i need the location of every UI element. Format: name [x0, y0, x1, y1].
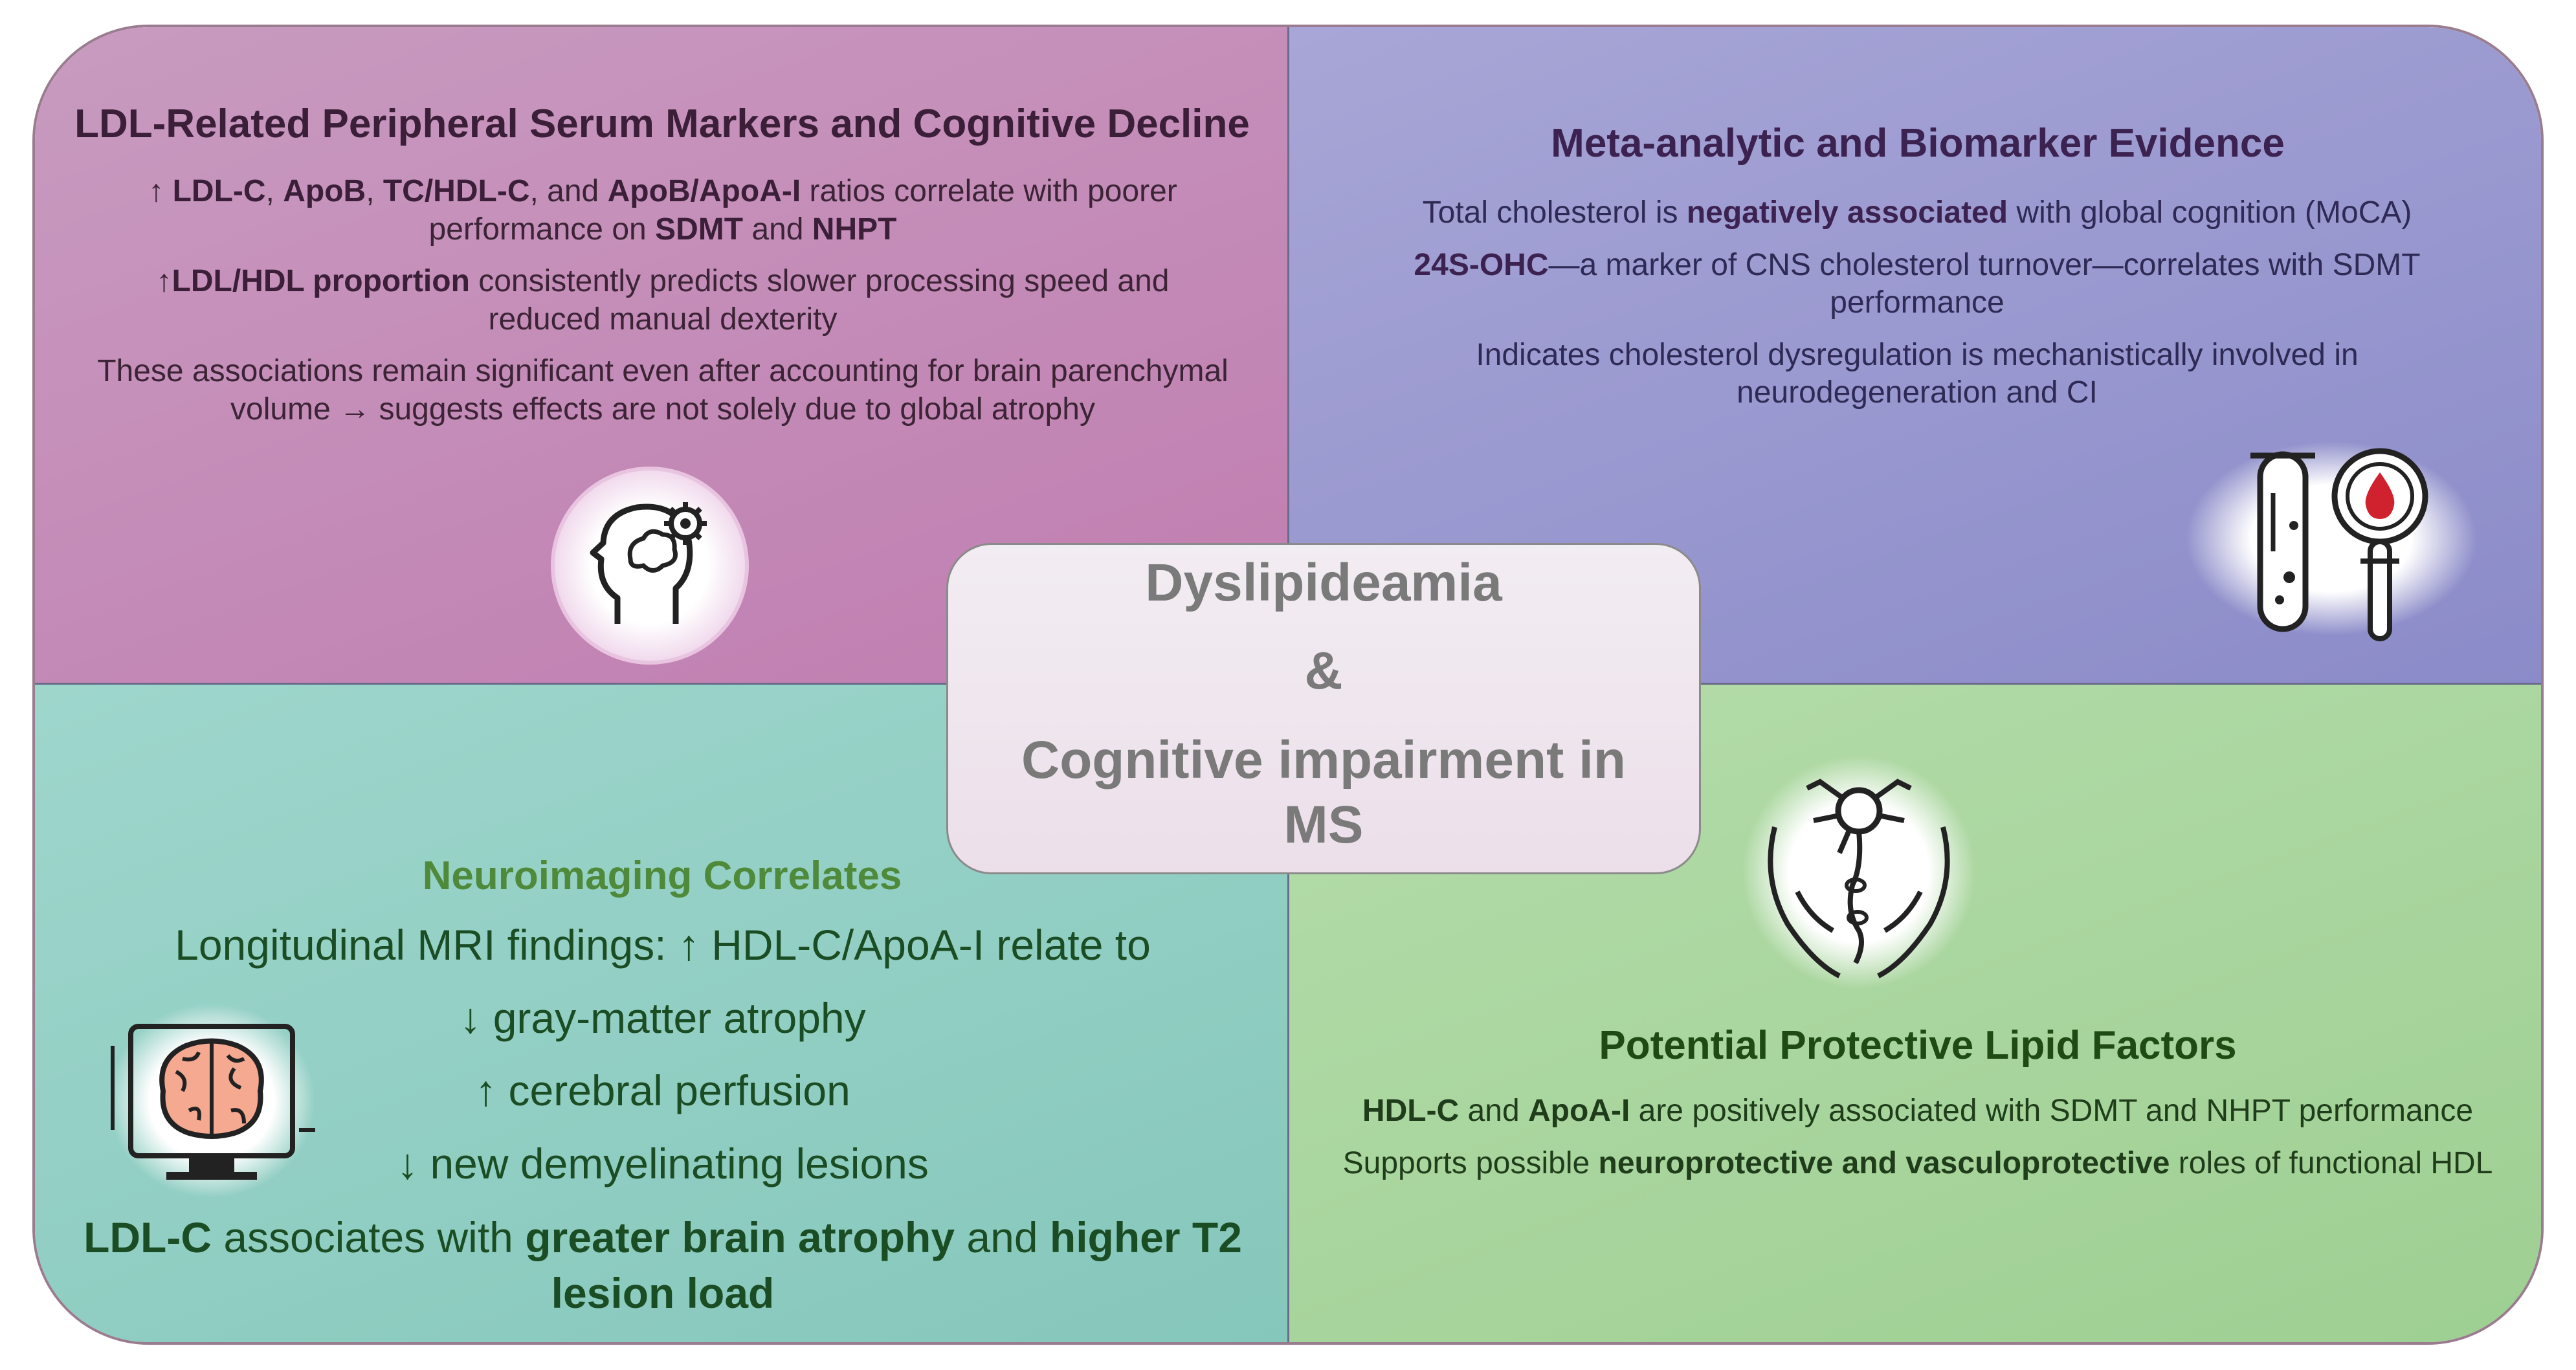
central-topic-line-2: & [1304, 641, 1343, 700]
diagram-frame: LDL-Related Peripheral Serum Markers and… [32, 25, 2544, 1345]
protective-lipids-title: Potential Protective Lipid Factors [1599, 1023, 2237, 1068]
neuroimaging-body: Longitudinal MRI findings: ↑ HDL-C/ApoA-… [61, 919, 1265, 1321]
meta-analytic-title: Meta-analytic and Biomarker Evidence [1551, 121, 2285, 166]
hands-neuron-icon [1736, 756, 1982, 1002]
ldl-markers-title: LDL-Related Peripheral Serum Markers and… [74, 102, 1250, 146]
meta-analytic-point-1: Total cholesterol is negatively associat… [1422, 195, 2412, 230]
central-topic-line-3: Cognitive impairment in [1021, 731, 1626, 790]
protective-lipids-body: HDL-C and ApoA-I are positively associat… [1302, 1092, 2533, 1197]
ldl-markers-point-3: These associations remain significant ev… [97, 354, 1228, 426]
neuroimaging-line-5: LDL-C associates with greater brain atro… [83, 1213, 1242, 1317]
test-tube-blood-icon [2182, 422, 2480, 655]
central-topic-box: Dyslipideamia & Cognitive impairment in … [946, 543, 1701, 874]
protective-lipids-point-1: HDL-C and ApoA-I are positively associat… [1362, 1094, 2474, 1128]
central-topic-line-4: MS [1283, 795, 1364, 854]
neuroimaging-line-4: ↓ new demyelinating lesions [397, 1139, 929, 1188]
meta-analytic-body: Total cholesterol is negatively associat… [1386, 194, 2448, 426]
meta-analytic-point-2: 24S-OHC—a marker of CNS cholesterol turn… [1414, 247, 2421, 320]
neuroimaging-line-3: ↑ cerebral perfusion [475, 1066, 850, 1115]
central-topic-line-1: Dyslipideamia [1145, 553, 1502, 612]
ldl-markers-point-1: ↑ LDL-C, ApoB, TC/HDL-C, and ApoB/ApoA-I… [148, 174, 1177, 247]
ldl-markers-body: ↑ LDL-C, ApoB, TC/HDL-C, and ApoB/ApoA-I… [97, 173, 1228, 443]
ldl-markers-point-2: ↑LDL/HDL proportion consistently predict… [156, 264, 1170, 337]
quadrant-ldl-markers: LDL-Related Peripheral Serum Markers and… [35, 27, 1289, 685]
meta-analytic-point-3: Indicates cholesterol dysregulation is m… [1476, 337, 2359, 410]
neuroimaging-title: Neuroimaging Correlates [422, 854, 902, 898]
head-gear-icon [546, 462, 753, 669]
protective-lipids-point-2: Supports possible neuroprotective and va… [1342, 1145, 2493, 1180]
brain-scan-icon [105, 1000, 318, 1208]
neuroimaging-line-2: ↓ gray-matter atrophy [460, 993, 866, 1042]
neuroimaging-line-1: Longitudinal MRI findings: ↑ HDL-C/ApoA-… [175, 921, 1151, 969]
